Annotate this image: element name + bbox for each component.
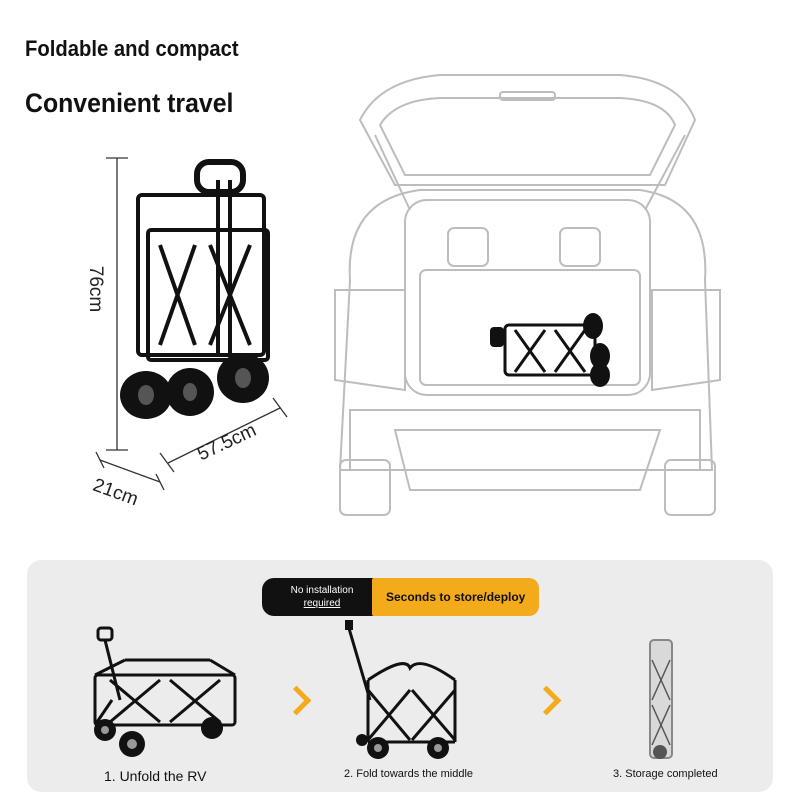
heading-convenient-travel: Convenient travel <box>25 88 234 118</box>
no-installation-line1: No installation <box>290 585 354 596</box>
heading-foldable: Foldable and compact <box>25 36 239 61</box>
step-3-label: 3. Storage completed <box>613 768 718 780</box>
no-installation-line2: required <box>303 598 341 609</box>
step-2-label: 2. Fold towards the middle <box>344 768 474 780</box>
step-1-label: 1. Unfold the RV <box>104 768 207 784</box>
no-installation-badge: No installation required <box>262 578 382 616</box>
seconds-store-badge: Seconds to store/deploy <box>372 578 539 616</box>
